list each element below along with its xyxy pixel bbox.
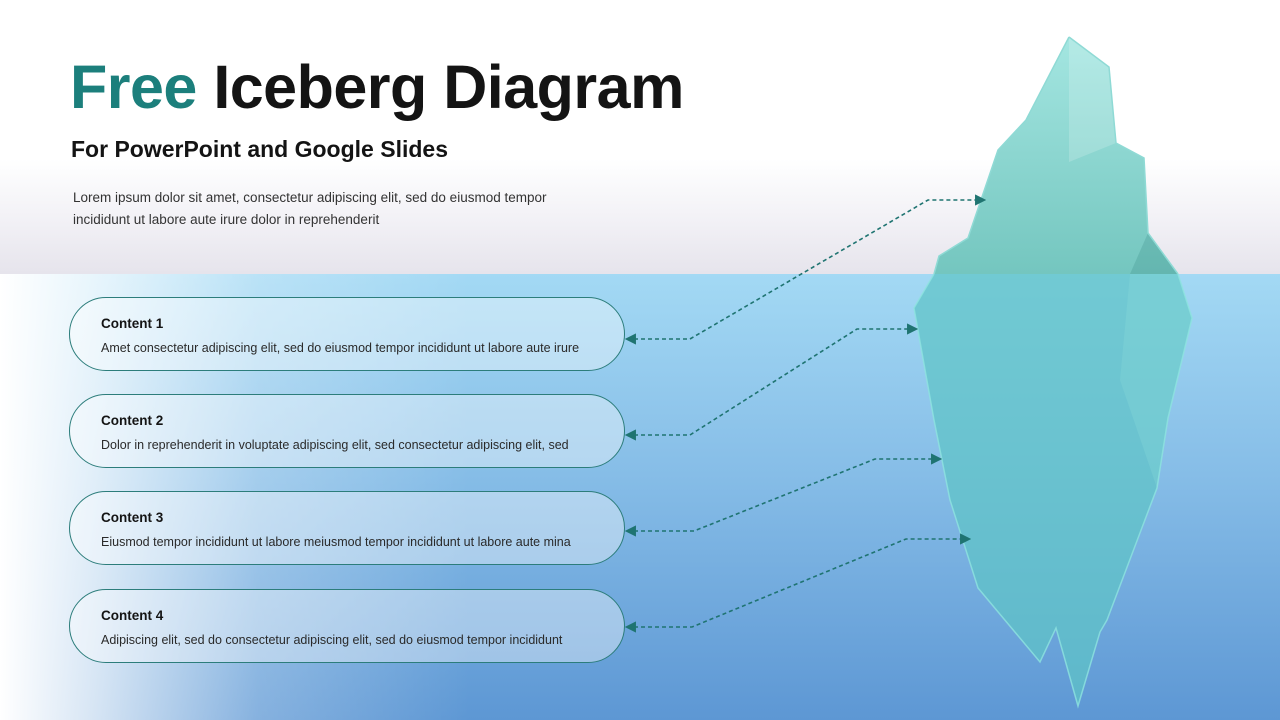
connector-3 [624, 453, 943, 537]
content-card-text: Dolor in reprehenderit in voluptate adip… [101, 438, 569, 452]
iceberg-underwater [913, 273, 1193, 709]
content-card-3: Content 3 Eiusmod tempor incididunt ut l… [69, 491, 625, 565]
page-subtitle: For PowerPoint and Google Slides [71, 136, 448, 162]
connector-4 [624, 533, 972, 633]
title-accent: Free [70, 53, 197, 121]
content-card-title: Content 4 [101, 608, 164, 623]
content-card-text: Eiusmod tempor incididunt ut labore meiu… [101, 535, 571, 549]
page-description: Lorem ipsum dolor sit amet, consectetur … [73, 190, 547, 227]
title-main: Iceberg Diagram [213, 53, 684, 121]
content-card-text: Adipiscing elit, sed do consectetur adip… [101, 633, 563, 647]
content-card-text: Amet consectetur adipiscing elit, sed do… [101, 341, 580, 355]
content-card-title: Content 2 [101, 413, 164, 428]
content-card-title: Content 3 [101, 510, 164, 525]
content-card-2: Content 2 Dolor in reprehenderit in volu… [69, 394, 625, 468]
content-card-1: Content 1 Amet consectetur adipiscing el… [69, 297, 625, 371]
content-card-title: Content 1 [101, 316, 164, 331]
iceberg-tip [933, 36, 1179, 275]
content-card-4: Content 4 Adipiscing elit, sed do consec… [69, 589, 625, 663]
page-title: Free Iceberg Diagram [70, 52, 684, 122]
connector-2 [624, 323, 919, 441]
